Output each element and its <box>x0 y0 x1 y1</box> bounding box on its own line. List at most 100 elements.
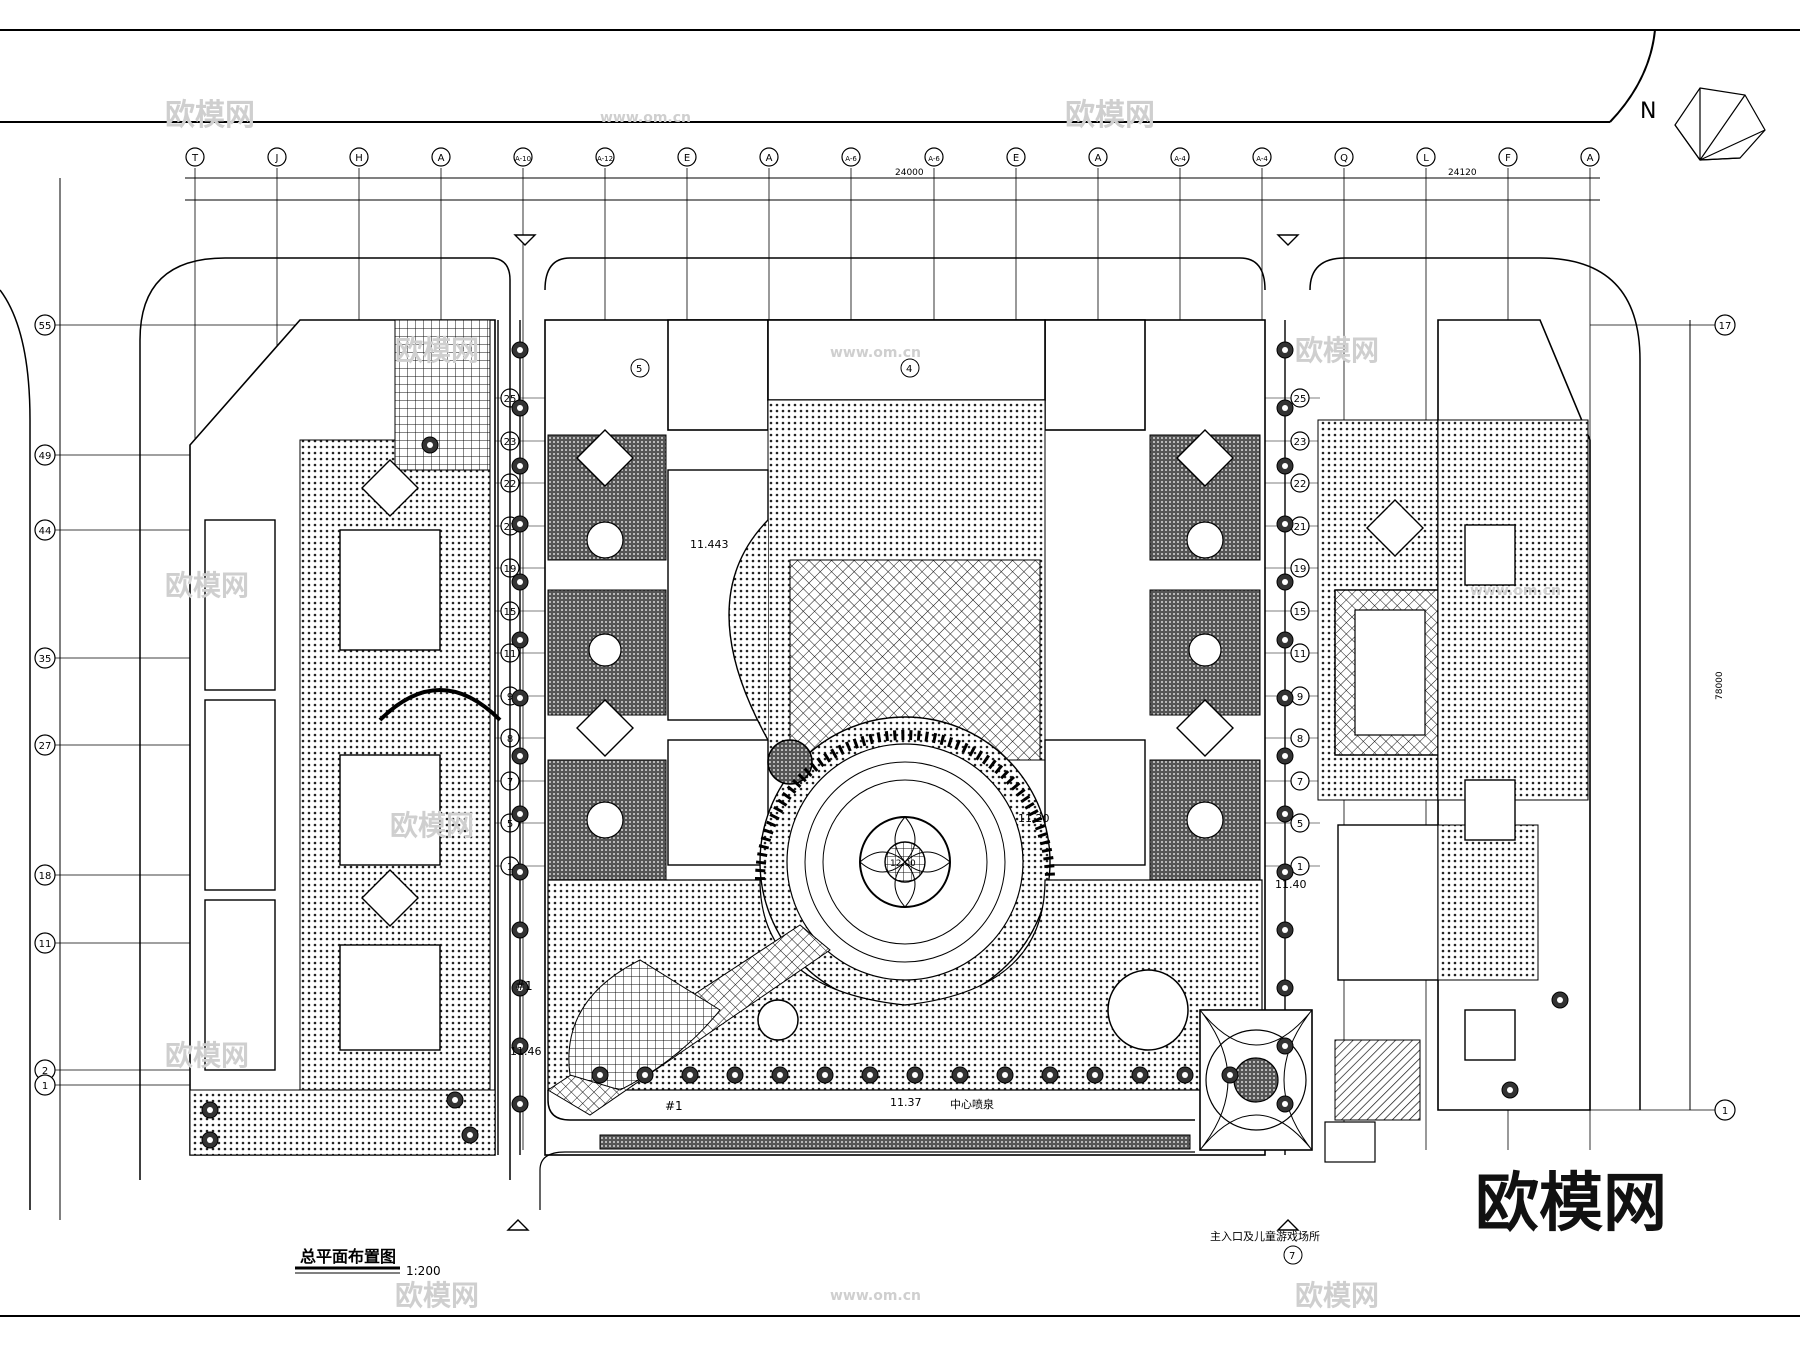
site-boundary-right <box>1309 257 1641 1110</box>
tree-icon <box>511 399 529 417</box>
axis-bubble-left: 11 <box>34 932 56 954</box>
tree-icon <box>511 921 529 939</box>
tree-icon <box>1176 1066 1194 1084</box>
axis-bubble-top: A-4 <box>1252 147 1272 167</box>
road-label-a: #1 <box>515 979 533 993</box>
tree-icon <box>1551 991 1569 1009</box>
entrance-rose-arcs <box>1199 1009 1313 1151</box>
axis-bubble-top: A <box>1580 147 1600 167</box>
tree-icon <box>951 1066 969 1084</box>
svg-text:L: L <box>1423 153 1429 164</box>
svg-text:15: 15 <box>1294 607 1307 618</box>
west-curved-terrace <box>728 519 769 741</box>
svg-text:www.om.cn: www.om.cn <box>830 1288 921 1304</box>
svg-text:22: 22 <box>1294 479 1307 490</box>
top-dimension-lines <box>59 177 1691 1220</box>
tree-icon <box>446 1091 464 1109</box>
tree-icon <box>906 1066 924 1084</box>
svg-text:www.om.cn: www.om.cn <box>830 345 921 361</box>
svg-text:11: 11 <box>1294 649 1307 660</box>
svg-text:11: 11 <box>39 939 52 950</box>
elevation-2: 11.37 <box>890 1096 922 1109</box>
right-pool-inner <box>1354 609 1426 736</box>
tree-icon <box>511 573 529 591</box>
svg-text:欧模网: 欧模网 <box>165 1039 249 1072</box>
svg-text:A-12: A-12 <box>597 155 613 163</box>
svg-text:8: 8 <box>1297 734 1303 745</box>
fountain-label: 中心喷泉 <box>950 1097 994 1111</box>
tree-icon <box>511 689 529 707</box>
svg-text:A: A <box>1095 153 1102 164</box>
entrance-rose-center <box>1233 1057 1279 1103</box>
svg-text:17: 17 <box>1719 321 1732 332</box>
road-curve-top-right <box>1609 29 1656 123</box>
svg-text:27: 27 <box>39 741 52 752</box>
axis-bubble-left: 49 <box>34 444 56 466</box>
south-road-edge <box>547 1090 1195 1121</box>
tree-canopy-small <box>757 999 799 1041</box>
direction-arrows <box>506 234 1300 1231</box>
south-road-return <box>539 1151 1195 1210</box>
callout-4-label: 4 <box>906 364 912 375</box>
axis-bubble-top: E <box>677 147 697 167</box>
svg-text:欧模网: 欧模网 <box>395 1279 479 1312</box>
axis-bubble-mid-right: 1 <box>1290 856 1310 876</box>
brand-logo: 欧模网 <box>1475 1167 1667 1241</box>
axis-bubble-left: 1 <box>34 1074 56 1096</box>
svg-text:H: H <box>355 153 363 164</box>
dimension-right: 78000 <box>1715 671 1725 700</box>
svg-text:欧模网: 欧模网 <box>1295 334 1379 367</box>
tree-icon <box>1276 457 1294 475</box>
tree-icon <box>1276 1095 1294 1113</box>
axis-bubble-top: J <box>267 147 287 167</box>
svg-text:44: 44 <box>39 526 52 537</box>
site-boundary-center <box>544 257 1266 291</box>
svg-text:T: T <box>191 153 199 164</box>
tree-icon <box>511 1037 529 1055</box>
tree-icon <box>1276 341 1294 359</box>
tree-icon <box>681 1066 699 1084</box>
axis-bubble-top: A-4 <box>1170 147 1190 167</box>
tree-icon <box>1276 921 1294 939</box>
svg-text:欧模网: 欧模网 <box>165 98 255 133</box>
tree-icon <box>1276 631 1294 649</box>
svg-text:A: A <box>766 153 773 164</box>
dimension-top-1: 24000 <box>895 168 924 178</box>
svg-text:www.om.cn: www.om.cn <box>600 110 691 126</box>
drawing-scale: 1:200 <box>406 1264 441 1278</box>
tree-icon <box>1276 515 1294 533</box>
svg-text:35: 35 <box>39 654 52 665</box>
axis-bubble-top: A <box>759 147 779 167</box>
svg-text:A-4: A-4 <box>1174 155 1186 163</box>
tree-icon <box>1276 805 1294 823</box>
north-building-blocks <box>667 319 1146 431</box>
right-diamond-planter <box>1366 499 1424 557</box>
svg-text:J: J <box>275 153 279 164</box>
tree-icon <box>1221 1066 1239 1084</box>
axis-bubble-mid-right: 9 <box>1290 686 1310 706</box>
left-diamond-planters <box>361 459 419 927</box>
svg-text:55: 55 <box>39 321 52 332</box>
tree-icon <box>816 1066 834 1084</box>
axis-bubble-mid-right: 21 <box>1290 516 1310 536</box>
svg-text:5: 5 <box>1297 819 1303 830</box>
left-curved-bench <box>378 688 502 722</box>
axis-bubble-right: 17 <box>1714 314 1736 336</box>
svg-text:欧模网: 欧模网 <box>165 569 249 602</box>
axis-bubble-left: 27 <box>34 734 56 756</box>
svg-text:E: E <box>684 153 690 164</box>
svg-text:A: A <box>438 153 445 164</box>
plaza-step-ring-b <box>822 779 988 945</box>
svg-text:21: 21 <box>1294 522 1307 533</box>
axis-bubble-left: 44 <box>34 519 56 541</box>
axis-bubble-top: T <box>185 147 205 167</box>
side-planting-beds <box>547 434 1261 886</box>
road-label-b: #1 <box>665 1099 683 1113</box>
svg-text:欧模网: 欧模网 <box>1295 1279 1379 1312</box>
tree-icon <box>511 805 529 823</box>
tree-icon <box>1086 1066 1104 1084</box>
side-flower-motifs <box>586 521 1224 839</box>
axis-bubble-top: Q <box>1334 147 1354 167</box>
svg-text:18: 18 <box>39 871 52 882</box>
svg-text:A-6: A-6 <box>928 155 940 163</box>
